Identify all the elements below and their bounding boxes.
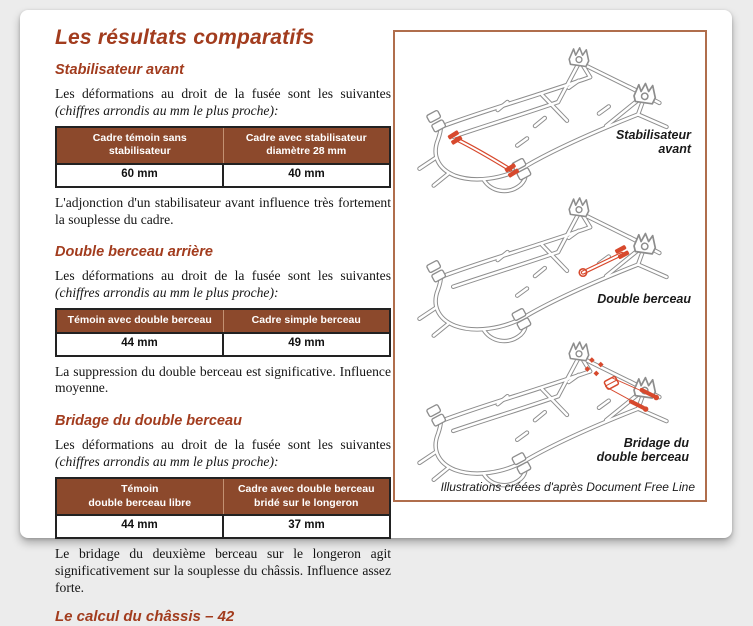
section-intro: Les déformations au droit de la fusée so… (55, 268, 391, 302)
chapter-footer: Le calcul du châssis – 42 (55, 608, 235, 626)
illustration-credit: Illustrations créées d'après Document Fr… (440, 479, 695, 494)
section-intro: Les déformations au droit de la fusée so… (55, 437, 391, 471)
table-value-cell: 44 mm (56, 331, 223, 356)
intro-text: Les déformations au droit de la fusée so… (55, 268, 391, 284)
intro-text: Les déformations au droit de la fusée so… (55, 86, 391, 102)
label-stabilisateur-avant: Stabilisateur avant (615, 128, 691, 157)
table-header-cell: Témoin double berceau libre (56, 477, 223, 516)
table-value-cell: 37 mm (222, 514, 390, 538)
illustration-panel: Stabilisateur avant Double berceau Brida… (393, 30, 707, 502)
section-conclusion: L'adjonction d'un stabilisateur avant in… (55, 194, 391, 227)
section-heading-bridage: Bridage du double berceau (55, 413, 242, 430)
page-title: Les résultats comparatifs (55, 26, 315, 49)
table-header-cell: Cadre témoin sans stabilisateur (56, 126, 223, 164)
table-header-cell: Cadre avec stabilisateur diamètre 28 mm (222, 126, 390, 164)
intro-note: (chiffres arrondis au mm le plus proche)… (55, 102, 279, 118)
table-value-cell: 44 mm (56, 514, 223, 538)
section-intro: Les déformations au droit de la fusée so… (55, 86, 391, 120)
table-value-cell: 40 mm (222, 163, 390, 187)
section-heading-stabilisateur-avant: Stabilisateur avant (55, 62, 184, 79)
kart-chassis-2 (419, 197, 666, 341)
intro-note: (chiffres arrondis au mm le plus proche)… (55, 454, 279, 470)
comparison-table-stabilisateur: Cadre témoin sans stabilisateur Cadre av… (55, 125, 391, 188)
table-value-cell: 49 mm (222, 331, 390, 356)
table-header-cell: Témoin avec double berceau (56, 309, 223, 333)
comparison-table-bridage: Témoin double berceau libre Cadre avec d… (55, 476, 391, 539)
kart-chassis-illustrations (395, 32, 705, 500)
red-front-stabilizer (447, 130, 520, 178)
table-row: 44 mm 49 mm (56, 331, 390, 356)
table-row: 44 mm 37 mm (56, 514, 390, 538)
section-heading-double-berceau: Double berceau arrière (55, 244, 213, 261)
section-conclusion: La suppression du double berceau est sig… (55, 363, 391, 396)
table-row: 60 mm 40 mm (56, 163, 390, 187)
document-page: Les résultats comparatifs Stabilisateur … (20, 10, 732, 625)
kart-chassis-1 (419, 47, 666, 191)
table-header-cell: Cadre simple berceau (222, 309, 390, 333)
label-double-berceau: Double berceau (597, 292, 691, 306)
section-conclusion: Le bridage du deuxième berceau sur le lo… (55, 545, 391, 595)
intro-note: (chiffres arrondis au mm le plus proche)… (55, 285, 279, 301)
text-column: Les résultats comparatifs Stabilisateur … (55, 26, 391, 626)
label-bridage-double-berceau: Bridage du double berceau (596, 436, 689, 465)
table-header-cell: Cadre avec double berceau bridé sur le l… (222, 477, 390, 516)
intro-text: Les déformations au droit de la fusée so… (55, 437, 391, 453)
red-double-cradle-tube (578, 245, 630, 278)
table-value-cell: 60 mm (56, 163, 223, 187)
comparison-table-double-berceau: Témoin avec double berceau Cadre simple … (55, 308, 391, 357)
